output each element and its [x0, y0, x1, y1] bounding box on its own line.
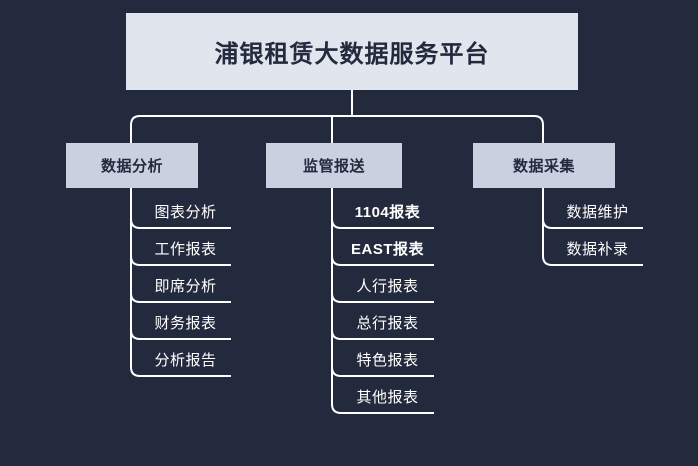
leaf-node-label: 即席分析	[154, 277, 217, 295]
leaf-node[interactable]: 数据补录	[552, 231, 643, 265]
leaf-node[interactable]: 分析报告	[140, 342, 231, 376]
leaf-node-label: 总行报表	[356, 314, 419, 332]
leaf-node[interactable]: 工作报表	[140, 231, 231, 265]
branch-node-data-analysis[interactable]: 数据分析	[66, 143, 198, 188]
leaf-node-label: EAST报表	[350, 240, 424, 258]
connector-root-bus	[130, 115, 544, 143]
leaf-node[interactable]: 人行报表	[341, 268, 434, 302]
leaf-node[interactable]: 数据维护	[552, 194, 643, 228]
leaf-node-label: 图表分析	[154, 203, 217, 221]
leaf-node[interactable]: 总行报表	[341, 305, 434, 339]
leaf-node[interactable]: 即席分析	[140, 268, 231, 302]
leaf-node[interactable]: 财务报表	[140, 305, 231, 339]
branch-node-data-collection[interactable]: 数据采集	[473, 143, 615, 188]
leaf-node-label: 特色报表	[356, 351, 419, 369]
leaf-node-label: 数据补录	[566, 240, 629, 258]
leaf-node-label: 财务报表	[154, 314, 217, 332]
leaf-node-label: 分析报告	[154, 351, 217, 369]
branch-node-regulatory-reporting[interactable]: 监管报送	[266, 143, 402, 188]
leaf-node-label: 人行报表	[356, 277, 419, 295]
leaf-node-label: 数据维护	[566, 203, 629, 221]
root-node-platform[interactable]: 浦银租赁大数据服务平台	[126, 13, 578, 90]
leaf-node[interactable]: 图表分析	[140, 194, 231, 228]
leaf-node-label: 1104报表	[354, 203, 421, 221]
leaf-node-label: 工作报表	[154, 240, 217, 258]
leaf-node[interactable]: 1104报表	[341, 194, 434, 228]
leaf-node[interactable]: 其他报表	[341, 379, 434, 413]
leaf-node-label: 其他报表	[356, 388, 419, 406]
leaf-node[interactable]: EAST报表	[341, 231, 434, 265]
leaf-node[interactable]: 特色报表	[341, 342, 434, 376]
